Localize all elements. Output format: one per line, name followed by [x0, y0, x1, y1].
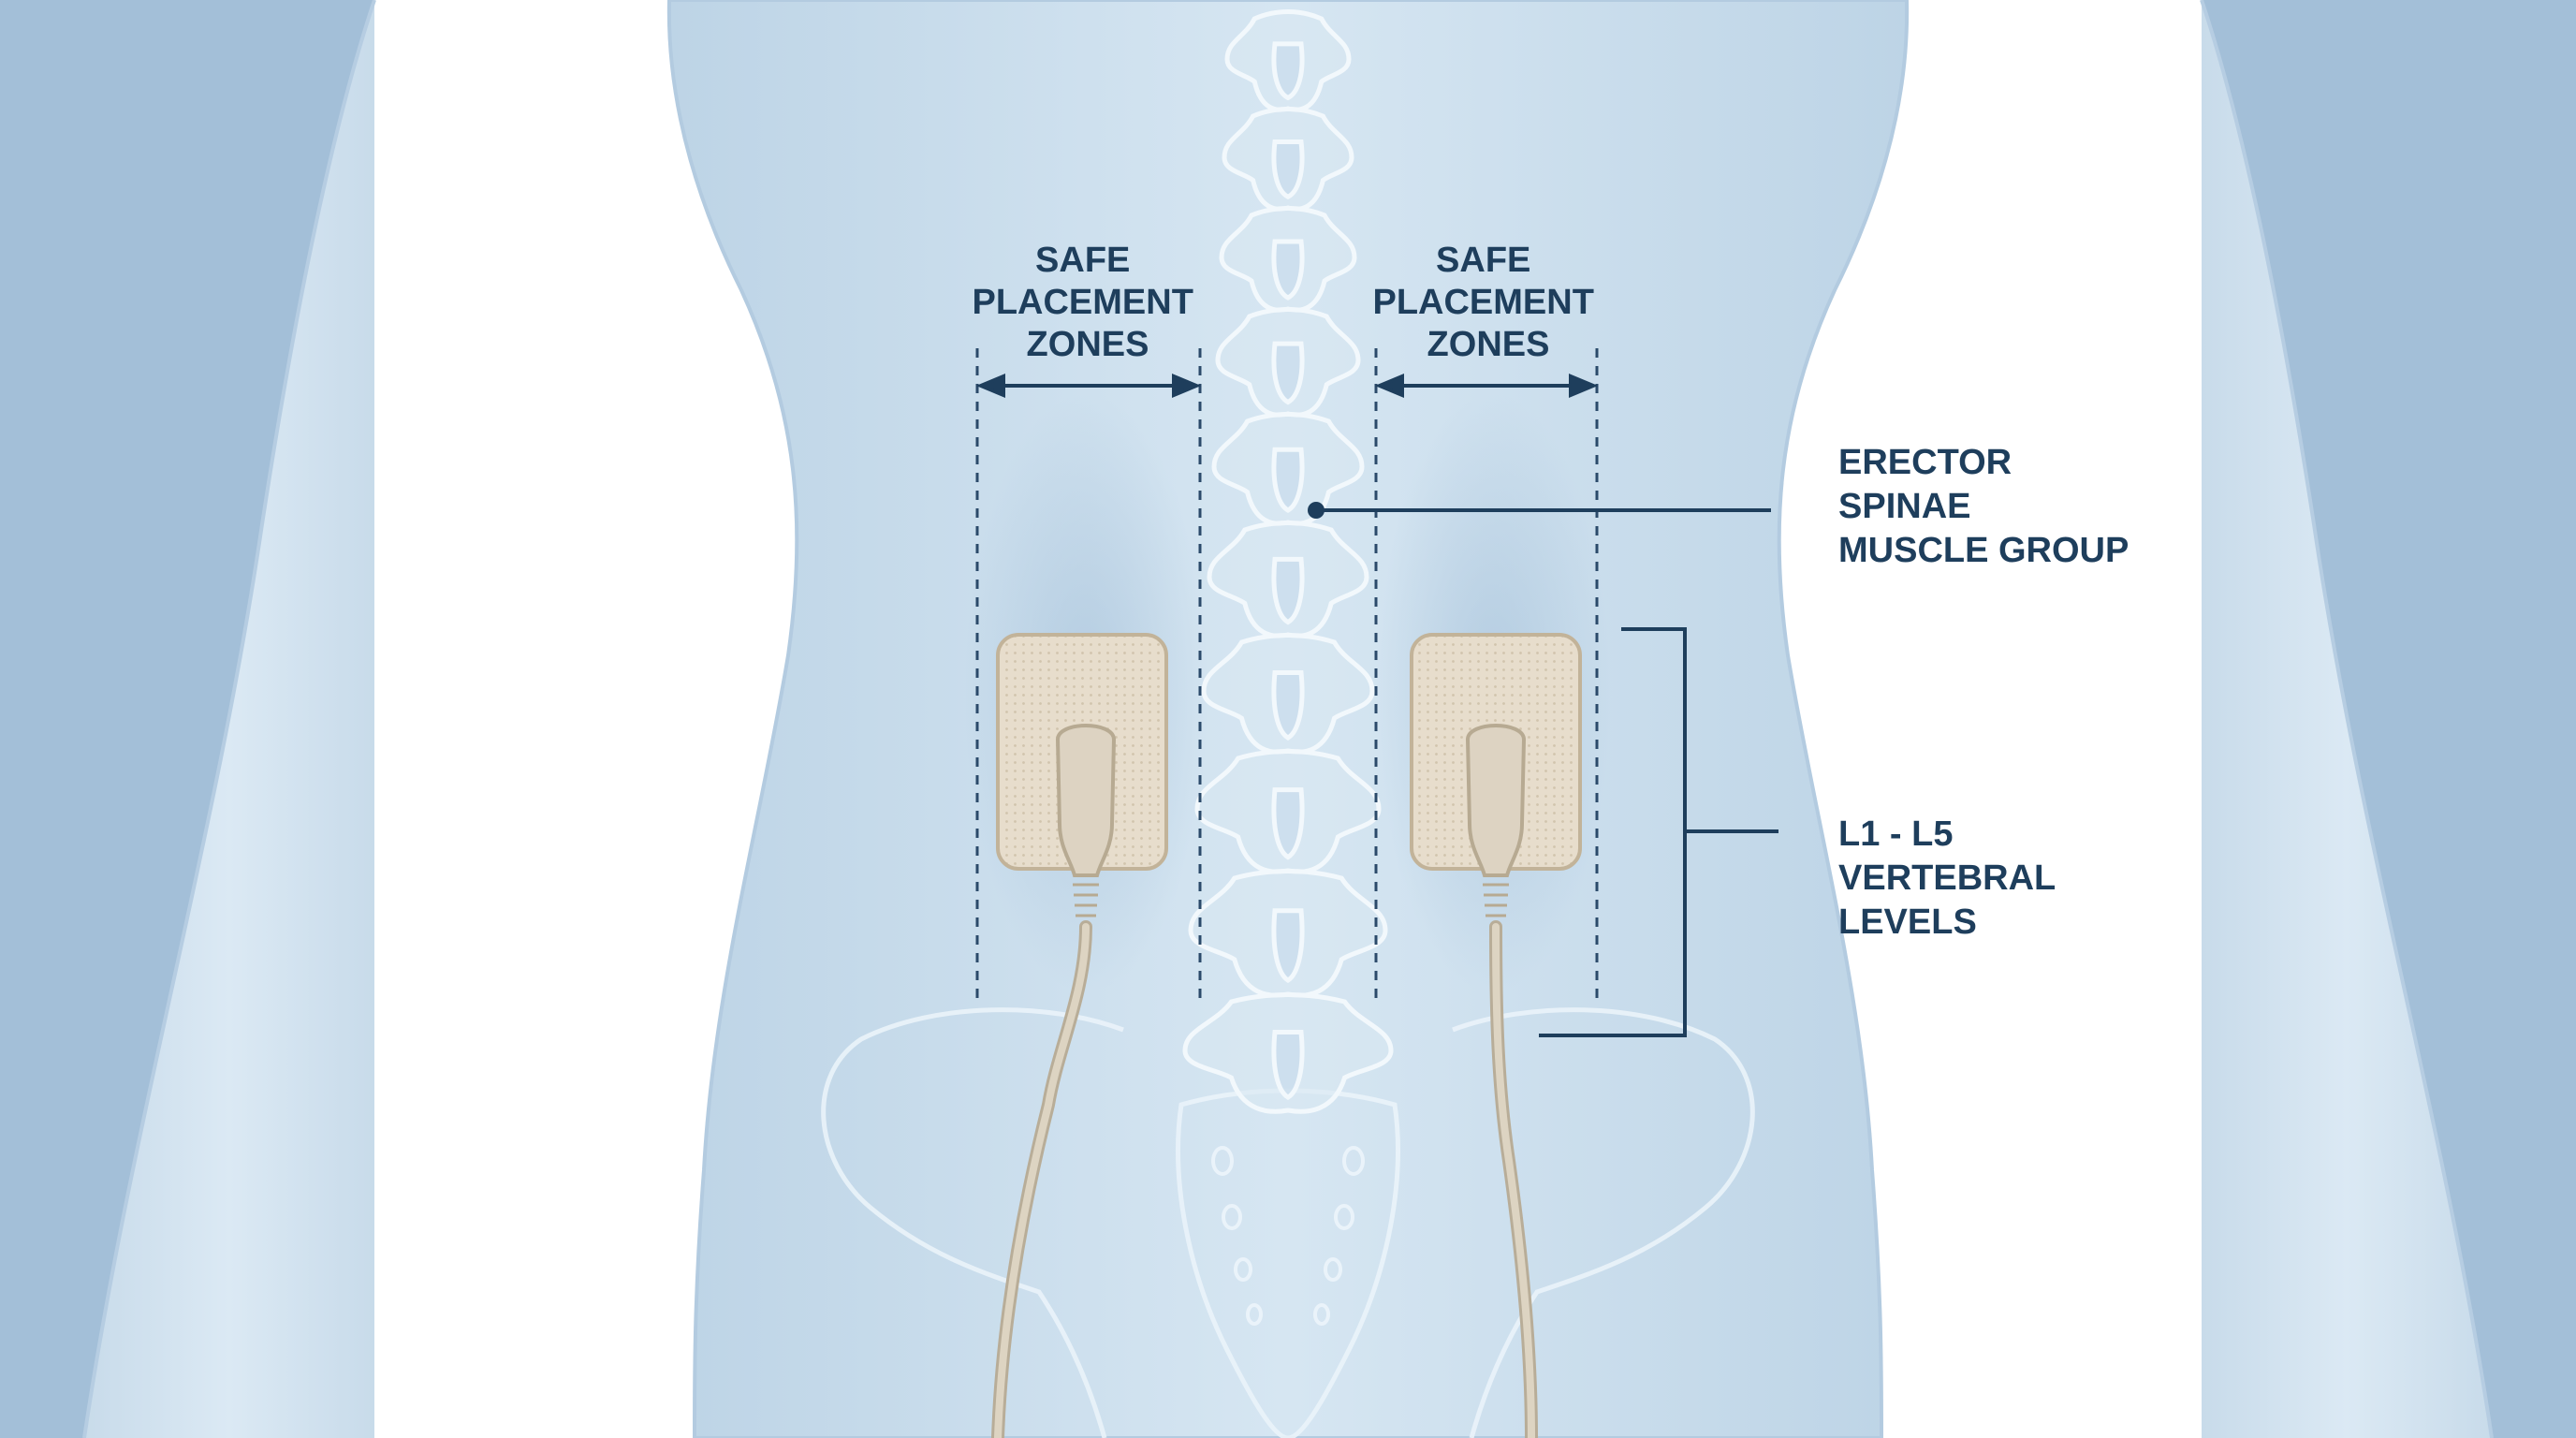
spinous-process [1274, 44, 1302, 98]
spinous-process [1274, 911, 1302, 980]
erector-spinae-label: ERECTOR SPINAE MUSCLE GROUP [1838, 443, 2129, 570]
spinous-process [1274, 559, 1302, 622]
spinous-process [1274, 141, 1302, 197]
spinous-process [1274, 449, 1302, 510]
spinous-process [1274, 242, 1302, 298]
right-pad-connector [1468, 726, 1524, 875]
spinous-process [1274, 344, 1302, 402]
left-pad-connector [1058, 726, 1114, 875]
leader-dot [1308, 502, 1325, 519]
spinous-process [1274, 790, 1302, 858]
vertebral-levels-label: L1 - L5 VERTEBRAL LEVELS [1838, 814, 2065, 942]
spinous-process [1274, 1032, 1302, 1097]
spinous-process [1274, 672, 1302, 738]
